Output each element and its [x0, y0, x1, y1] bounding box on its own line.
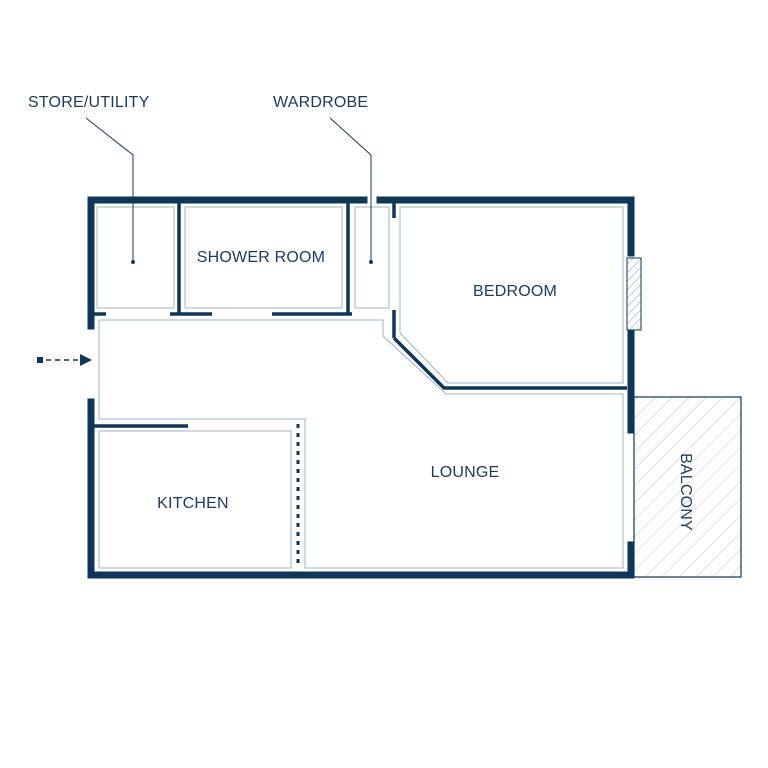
label-lounge: LOUNGE — [431, 464, 500, 481]
label-kitchen: KITCHEN — [157, 495, 229, 512]
hall-lounge-outline — [98, 319, 624, 569]
label-bedroom: BEDROOM — [473, 283, 557, 300]
room-outlines — [96, 206, 624, 569]
store-utility-outline — [96, 206, 175, 309]
partition-bedroom-diagonal — [392, 336, 627, 390]
balcony — [633, 396, 742, 578]
wardrobe-outline — [354, 206, 390, 309]
label-balcony: BALCONY — [677, 453, 694, 531]
bedroom-window — [626, 257, 642, 331]
leaders — [85, 117, 373, 264]
bedroom-outline — [399, 206, 624, 384]
wardrobe-dot — [369, 260, 373, 264]
arrow-head-icon — [80, 354, 92, 366]
walls — [87, 196, 635, 579]
label-shower-room: SHOWER ROOM — [197, 249, 325, 266]
label-wardrobe: WARDROBE — [273, 94, 368, 111]
shower-room-outline — [184, 206, 343, 309]
entrance-marker — [37, 357, 43, 363]
balcony-area — [633, 396, 742, 578]
room-labels: STORE/UTILITY WARDROBE SHOWER ROOM BEDRO… — [28, 94, 694, 531]
label-store-utility: STORE/UTILITY — [28, 94, 150, 111]
store-utility-dot — [131, 260, 135, 264]
entrance-arrow — [37, 354, 92, 366]
kitchen-outline — [98, 430, 292, 569]
partitions — [94, 202, 627, 568]
store-utility-leader — [85, 117, 134, 262]
wardrobe-leader — [329, 117, 372, 262]
